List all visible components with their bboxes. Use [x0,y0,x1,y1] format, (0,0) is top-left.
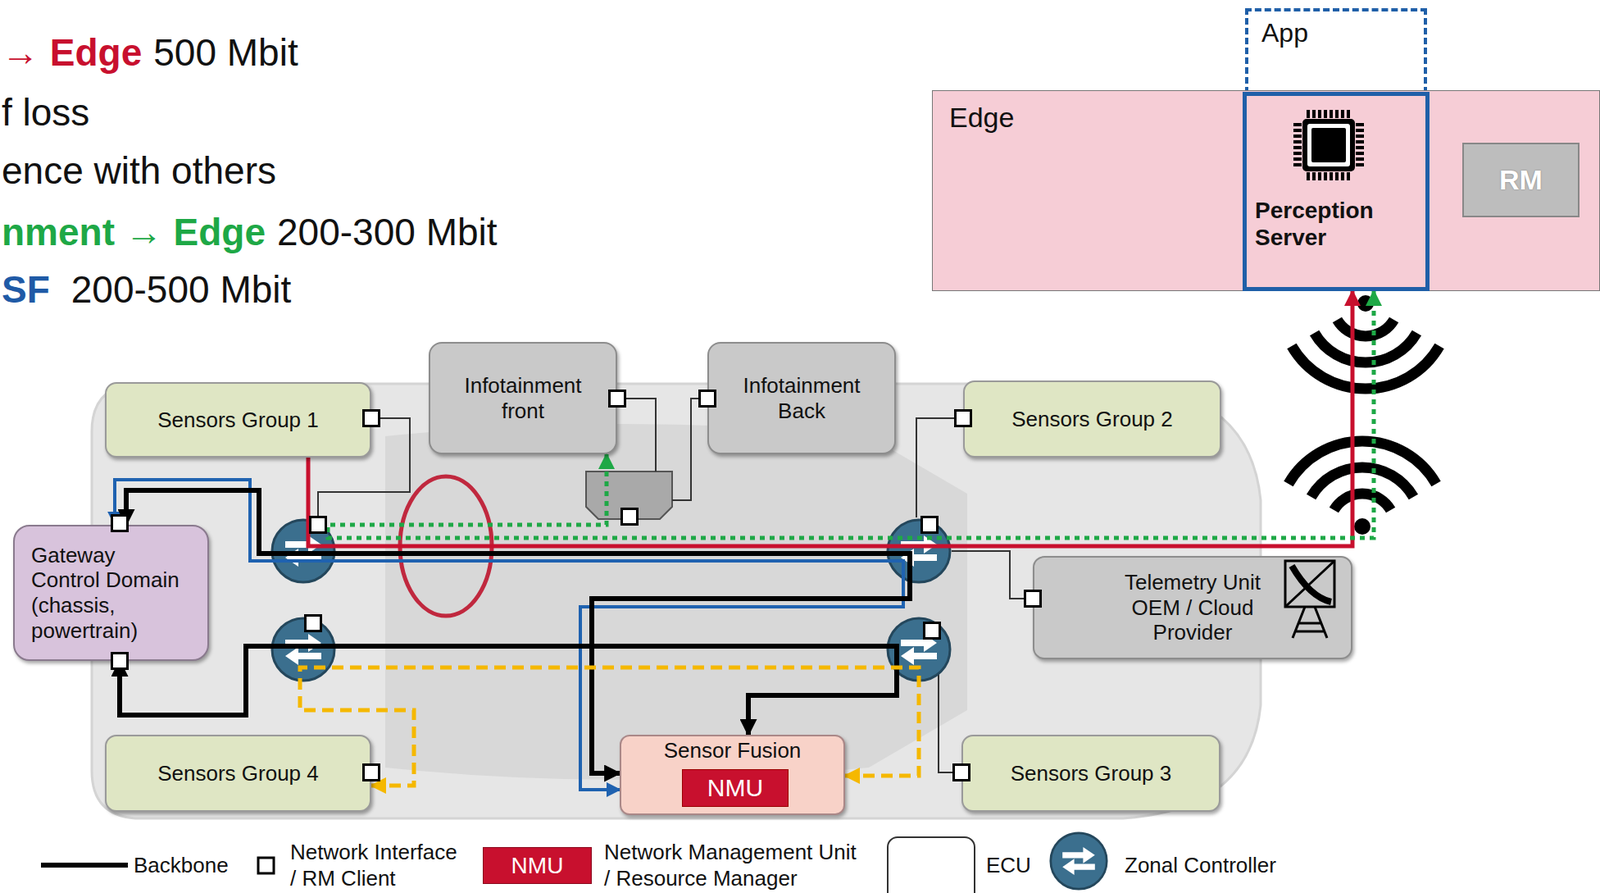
node-text: Sensors Group 3 [1010,760,1173,787]
node-text: Telemetry Unit OEM / Cloud Provider [1114,569,1271,646]
dish-tower [1292,606,1328,638]
legend-zonal-sample [1050,832,1107,889]
network-interface [310,517,327,533]
legend-swatch: NMU [482,846,592,884]
connector [308,290,1353,546]
wifi-symbol [1288,319,1440,510]
network-interface [112,653,128,669]
annotation-text: NMU [511,851,564,880]
wire [951,550,1026,599]
sensor-fusion-ecu: Sensor FusionNMU [619,734,846,815]
sensor-group-box: Sensors Group 4 [104,734,372,812]
wifi-arc [1288,440,1437,484]
chip-core [1311,127,1346,163]
app-box: App [1245,8,1428,94]
infotainment-ecu: Infotainment Back [707,341,896,455]
gateway-ecu: Gateway Control Domain (chassis, powertr… [13,524,210,661]
dish-bowl [1291,565,1332,602]
sensor-group-box: Sensors Group 1 [104,381,372,458]
wire [672,398,700,500]
car-cabin [385,423,968,780]
node-text: App [1261,18,1309,50]
chip-ring [1307,123,1350,167]
infotainment-ecu: Infotainment front [428,341,618,455]
rm-box: RM [1462,142,1580,218]
network-interface [622,509,638,525]
chip-pins [1306,172,1353,181]
chip-pins [1306,109,1353,119]
network-interface [363,764,380,781]
legend-text: Backbone [133,851,229,879]
connector [126,490,910,773]
network-interface [363,410,380,427]
wifi-dot [1357,295,1374,312]
dish-line [1285,560,1335,607]
network-interface [112,515,128,532]
chip-icon [1297,113,1360,177]
wifi-arc [1291,345,1440,389]
annotation-text: ence with others [1,148,277,194]
wifi-arc [1333,493,1391,510]
node-text: Sensors Group 1 [157,407,319,433]
wifi-arc [1311,467,1414,497]
connector [119,645,897,735]
node-text: Gateway Control Domain (chassis, powertr… [31,542,183,644]
node-text: Edge [949,100,1014,134]
legend-line-sample [40,862,128,868]
wire [624,398,656,472]
network-interface [609,390,626,407]
legend-text: Zonal Controller [1124,851,1277,879]
chip-body [1302,118,1355,172]
legend-square-sample [258,857,274,873]
connector [327,290,1374,538]
annotation-text: 200-500 Mbit [71,267,292,313]
legend-text: ECU [986,851,1032,879]
legend-ecu-sample [887,836,975,893]
chip-pins [1355,122,1364,169]
node-text: Perception Server [1254,196,1419,251]
node-text: Infotainment front [451,372,596,423]
network-interface [954,764,970,781]
network-interface [924,622,941,639]
node-text: Sensor Fusion [663,737,802,764]
network-interface [305,615,322,632]
annotation-text: 200-300 Mbit [277,209,498,255]
legend-text: Network Interface / RM Client [290,838,464,892]
annotation-text: nment → Edge [1,209,266,255]
annotation-text: → Edge [1,30,142,76]
interface-squares [112,390,1041,781]
dish-frame [1285,560,1335,607]
dish-icon [1285,560,1335,638]
chip-pins [1293,122,1302,169]
annotation-text: f loss [1,90,90,136]
edge-band: EdgePerception Server RM [931,90,1600,291]
network-interface [955,410,972,427]
annotation-text: 500 Mbit [153,30,298,76]
network-interface [922,517,938,533]
nmu-box: NMU [681,768,789,807]
node-text: Sensors Group 4 [157,760,319,787]
sensor-group-box: Sensors Group 2 [963,380,1222,458]
wifi-arc [1314,332,1418,363]
node-text: NMU [707,772,764,802]
network-interface [700,390,716,407]
network-interface [1025,590,1041,607]
wifi-dot [1354,518,1371,535]
wire [916,418,956,518]
node-text: Sensors Group 2 [1011,406,1173,432]
wifi-arc [1336,319,1394,337]
legend-text: Network Management Unit / Resource Manag… [604,838,864,892]
annotation-text: SF [1,267,50,313]
node-text: RM [1499,163,1543,196]
sensor-group-box: Sensors Group 3 [961,734,1221,812]
node-text: Infotainment Back [730,372,874,423]
zonal-controller [272,618,335,681]
